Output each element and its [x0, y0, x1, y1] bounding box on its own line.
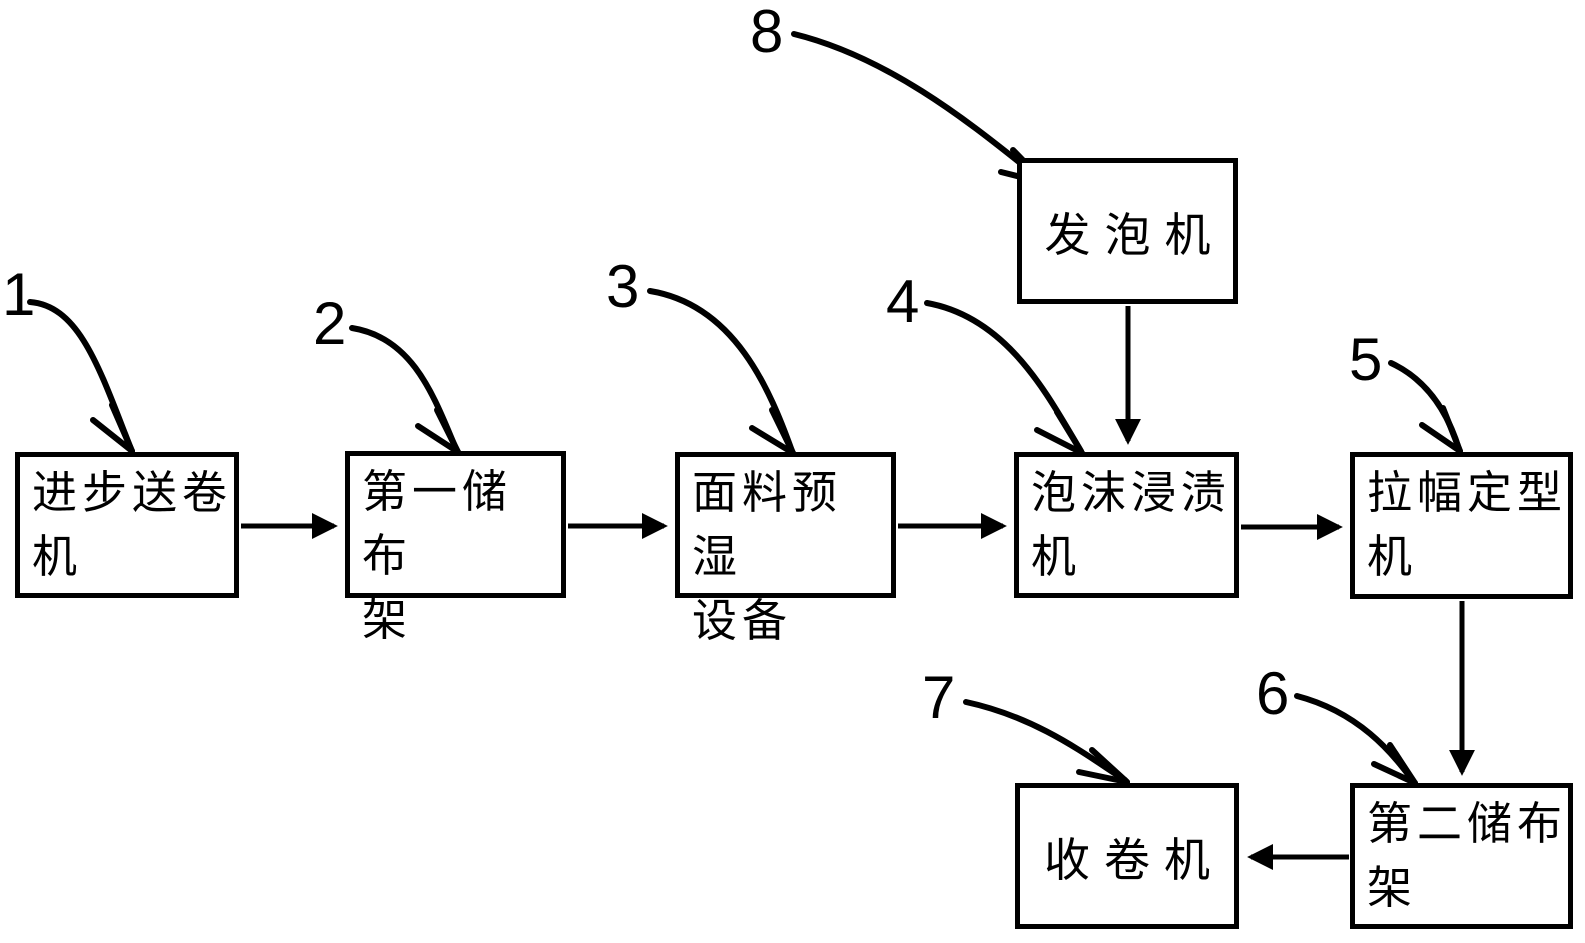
box-label-line: 架 [1367, 863, 1418, 913]
box-foam-impregnation-machine: 泡沫浸渍机 [1014, 452, 1239, 598]
ref-label-4: 4 [886, 268, 920, 335]
leader-arrow-4 [924, 300, 1085, 456]
ref-label-7: 7 [922, 664, 956, 731]
leader-arrow-5 [1388, 360, 1463, 454]
box-label-line: 机 [1367, 532, 1418, 582]
ref-label-1: 1 [2, 261, 36, 328]
leader-arrow-8 [791, 31, 1048, 186]
leader-arrow-3 [647, 288, 796, 456]
box-label-line: 机 [1031, 532, 1082, 582]
box-foaming-machine: 发泡机 [1017, 158, 1238, 304]
ref-label-2: 2 [313, 290, 347, 357]
leader-arrow-7 [963, 699, 1130, 785]
box-label-line: 第一储布 [362, 467, 513, 581]
ref-label-3: 3 [606, 253, 640, 320]
box-label-line: 进步送卷 [32, 468, 233, 518]
box-first-cloth-storage-rack: 第一储布架 [345, 451, 566, 645]
box-second-cloth-storage-rack: 第二储布架 [1350, 783, 1573, 929]
box-label-line: 设备 [692, 596, 793, 646]
box-label-line: 架 [362, 595, 413, 645]
box-label-line: 发泡机 [1044, 210, 1225, 261]
box-step-feeding-machine: 进步送卷机 [15, 452, 239, 598]
ref-label-8: 8 [750, 0, 784, 65]
box-winding-machine: 收卷机 [1015, 783, 1239, 929]
ref-label-5: 5 [1349, 326, 1383, 393]
box-label-line: 收卷机 [1044, 835, 1224, 886]
box-stenter-setting-machine: 拉幅定型机 [1350, 452, 1573, 599]
box-label-line: 拉幅定型 [1367, 468, 1568, 518]
leader-arrow-2 [349, 325, 461, 455]
box-label-line: 机 [32, 532, 83, 582]
box-label-line: 第二储布 [1367, 799, 1568, 849]
ref-label-6: 6 [1256, 660, 1290, 727]
box-label-line: 泡沫浸渍 [1031, 468, 1232, 518]
leader-arrow-6 [1294, 693, 1418, 786]
box-fabric-prewetting-equipment: 面料预湿设备 [675, 452, 896, 646]
box-label-line: 面料预湿 [692, 468, 843, 582]
leader-arrow-1 [27, 299, 135, 454]
